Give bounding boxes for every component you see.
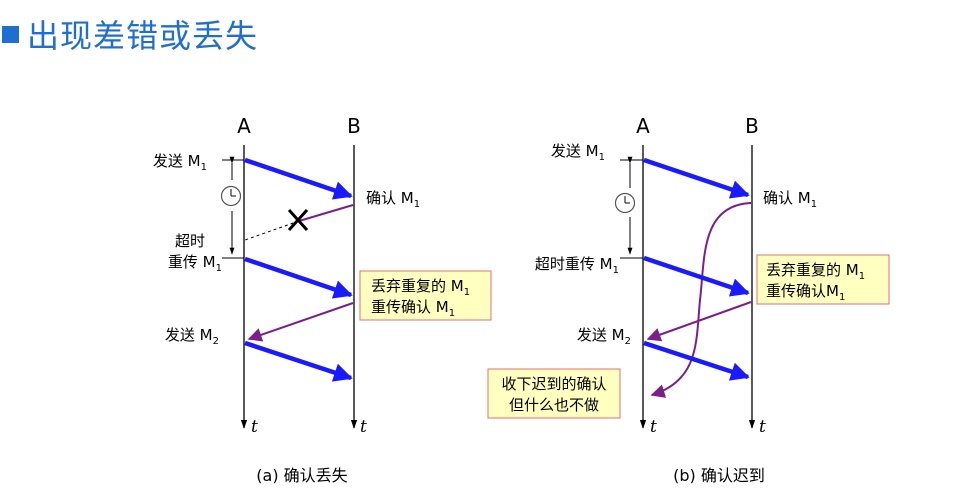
note-discard-line1-right: 丢弃重复的 M1 [766,261,865,282]
diagram-ack-lost: A B t t 发送 M1 超时 重传 M1 发送 M2 确认 M1 [153,114,492,485]
label-resend-m1: 重传 M1 [168,253,222,274]
time-label-b-right: t [759,417,766,437]
title-bullet-icon [2,25,19,43]
caption-ack-lost: (a) 确认丢失 [256,466,347,485]
note-late-ack-line1: 收下迟到的确认 [501,375,606,393]
host-b-label-right: B [745,114,759,138]
label-send-m2: 发送 M2 [165,326,219,347]
note-late-ack-line2: 但什么也不做 [509,396,599,414]
note-discard-line2: 重传确认 M1 [371,298,455,319]
diagram-ack-late: A B t t 发送 M1 超时重传 M1 发送 M2 确认 M1 [487,114,890,485]
arrow-send-m2-right [643,340,750,381]
label-timeout: 超时 [175,232,205,250]
clock-icon [220,185,242,207]
arrow-send-m2 [244,340,353,382]
clock-icon-right [614,192,636,214]
host-b-label: B [347,114,361,138]
time-label-a: t [251,417,258,437]
arrow-late-ack-m1 [650,202,752,398]
arrow-reack-m1-right [646,301,752,342]
arrow-ack-m1-lost [298,204,354,222]
arrow-reack-m1 [247,302,354,342]
lost-x-icon [287,208,309,232]
slide-title: 出现差错或丢失 [27,17,259,55]
ack-lost-dashed-path [244,220,300,241]
arrow-send-m1 [244,157,353,200]
label-send-m2-right: 发送 M2 [577,326,631,347]
note-discard-line2-right: 重传确认M1 [766,282,845,303]
caption-ack-late: (b) 确认迟到 [673,466,765,485]
time-label-a-right: t [650,417,657,437]
note-box-discard-right [756,254,890,305]
label-send-m1-right: 发送 M1 [551,142,605,163]
arrow-send-m1-right [643,157,750,199]
label-send-m1: 发送 M1 [153,152,207,173]
label-ack-m1-right: 确认 M1 [763,189,817,210]
host-a-label: A [237,114,251,138]
time-label-b: t [360,417,367,437]
note-box-late-ack [487,368,621,419]
arrow-resend-m1-right [643,255,750,297]
note-discard-line1: 丢弃重复的 M1 [371,277,470,298]
label-timeout-resend-right: 超时重传 M1 [535,255,619,276]
arrow-resend-m1 [244,256,353,299]
slide-header: 出现差错或丢失 [0,12,258,56]
host-a-label-right: A [636,114,650,138]
label-ack-m1: 确认 M1 [366,189,420,210]
note-box-discard [359,270,492,321]
